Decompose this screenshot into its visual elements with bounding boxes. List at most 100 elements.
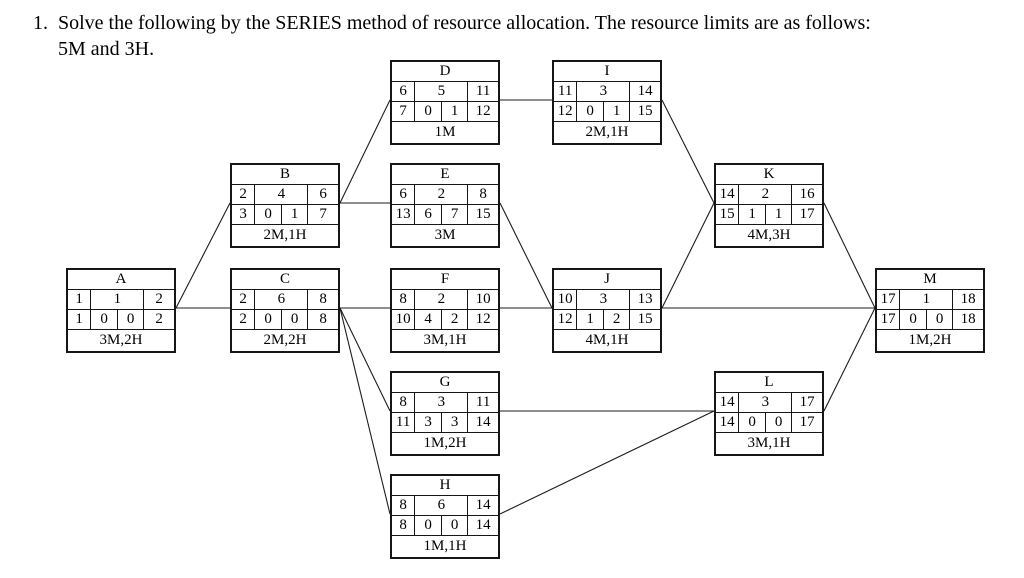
problem-text: Solve the following by the SERIES method… — [58, 12, 871, 34]
resource-label: 3M,2H — [99, 332, 143, 348]
late-time-cell: 15 — [637, 311, 653, 327]
early-time-cell: 8 — [479, 186, 487, 202]
early-time-cell: 14 — [716, 185, 740, 204]
late-time-cell: 1 — [442, 102, 469, 121]
late-time-cell: 0 — [91, 310, 118, 329]
early-time-cell: 13 — [637, 291, 653, 307]
early-time-cell: 14 — [716, 393, 740, 412]
late-time-cell: 12 — [554, 310, 578, 329]
late-time-cell: 0 — [118, 310, 145, 329]
late-time-cell: 0 — [442, 516, 469, 535]
early-time-cell: 3 — [739, 393, 793, 412]
late-time-cell: 14 — [716, 413, 740, 432]
late-time-cell: 0 — [577, 102, 604, 121]
late-time-cell: 12 — [554, 102, 578, 121]
activity-name: B — [232, 165, 338, 185]
activity-name: L — [716, 373, 822, 393]
late-time-cell: 4 — [415, 310, 442, 329]
early-time-cell: 5 — [415, 82, 469, 101]
resource-label: 1M,1H — [423, 538, 467, 554]
late-time-cell: 7 — [319, 206, 327, 222]
early-time-cell: 17 — [877, 290, 901, 309]
resource-label: 3M,1H — [747, 435, 791, 451]
resource-label: 2M,1H — [263, 227, 307, 243]
late-time-cell: 6 — [415, 205, 442, 224]
late-time-cell: 2 — [442, 310, 469, 329]
late-time-cell: 0 — [415, 102, 442, 121]
early-time-cell: 2 — [739, 185, 793, 204]
resource-label: 3M — [434, 227, 456, 243]
early-time-cell: 8 — [392, 290, 416, 309]
early-time-cell: 11 — [475, 83, 491, 99]
early-time-cell: 1 — [68, 290, 92, 309]
edge-I-K — [661, 99, 715, 204]
resource-label: 4M,1H — [585, 332, 629, 348]
activity-name: M — [877, 270, 983, 290]
late-time-cell: 7 — [442, 205, 469, 224]
early-time-cell: 14 — [637, 83, 653, 99]
late-time-cell: 13 — [392, 205, 416, 224]
edge-C-G — [339, 307, 391, 412]
edge-H-L — [499, 410, 715, 515]
early-time-cell: 10 — [475, 291, 491, 307]
late-time-cell: 1 — [739, 205, 766, 224]
activity-name: F — [392, 270, 498, 290]
edge-C-H — [339, 307, 391, 515]
late-time-cell: 3 — [442, 413, 469, 432]
activity-name: K — [716, 165, 822, 185]
late-time-cell: 0 — [766, 413, 793, 432]
early-time-cell: 14 — [475, 497, 491, 513]
late-time-cell: 15 — [716, 205, 740, 224]
late-time-cell: 8 — [392, 516, 416, 535]
early-time-cell: 3 — [577, 82, 631, 101]
activity-name: D — [392, 62, 498, 82]
late-time-cell: 12 — [475, 103, 491, 119]
early-time-cell: 6 — [392, 185, 416, 204]
late-time-cell: 17 — [799, 414, 815, 430]
early-time-cell: 2 — [232, 185, 256, 204]
early-time-cell: 16 — [799, 186, 815, 202]
problem-statement: 1.Solve the following by the SERIES meth… — [33, 10, 1013, 62]
activity-name: E — [392, 165, 498, 185]
early-time-cell: 3 — [577, 290, 631, 309]
late-time-cell: 2 — [155, 311, 163, 327]
edge-L-M — [823, 307, 876, 412]
late-time-cell: 1 — [604, 102, 631, 121]
activity-name: H — [392, 476, 498, 496]
late-time-cell: 14 — [475, 517, 491, 533]
late-time-cell: 1 — [577, 310, 604, 329]
resource-label: 2M,2H — [263, 332, 307, 348]
late-time-cell: 15 — [637, 103, 653, 119]
late-time-cell: 0 — [739, 413, 766, 432]
activity-name: I — [554, 62, 660, 82]
early-time-cell: 1 — [91, 290, 145, 309]
late-time-cell: 8 — [319, 311, 327, 327]
late-time-cell: 17 — [877, 310, 901, 329]
resource-label: 4M,3H — [747, 227, 791, 243]
